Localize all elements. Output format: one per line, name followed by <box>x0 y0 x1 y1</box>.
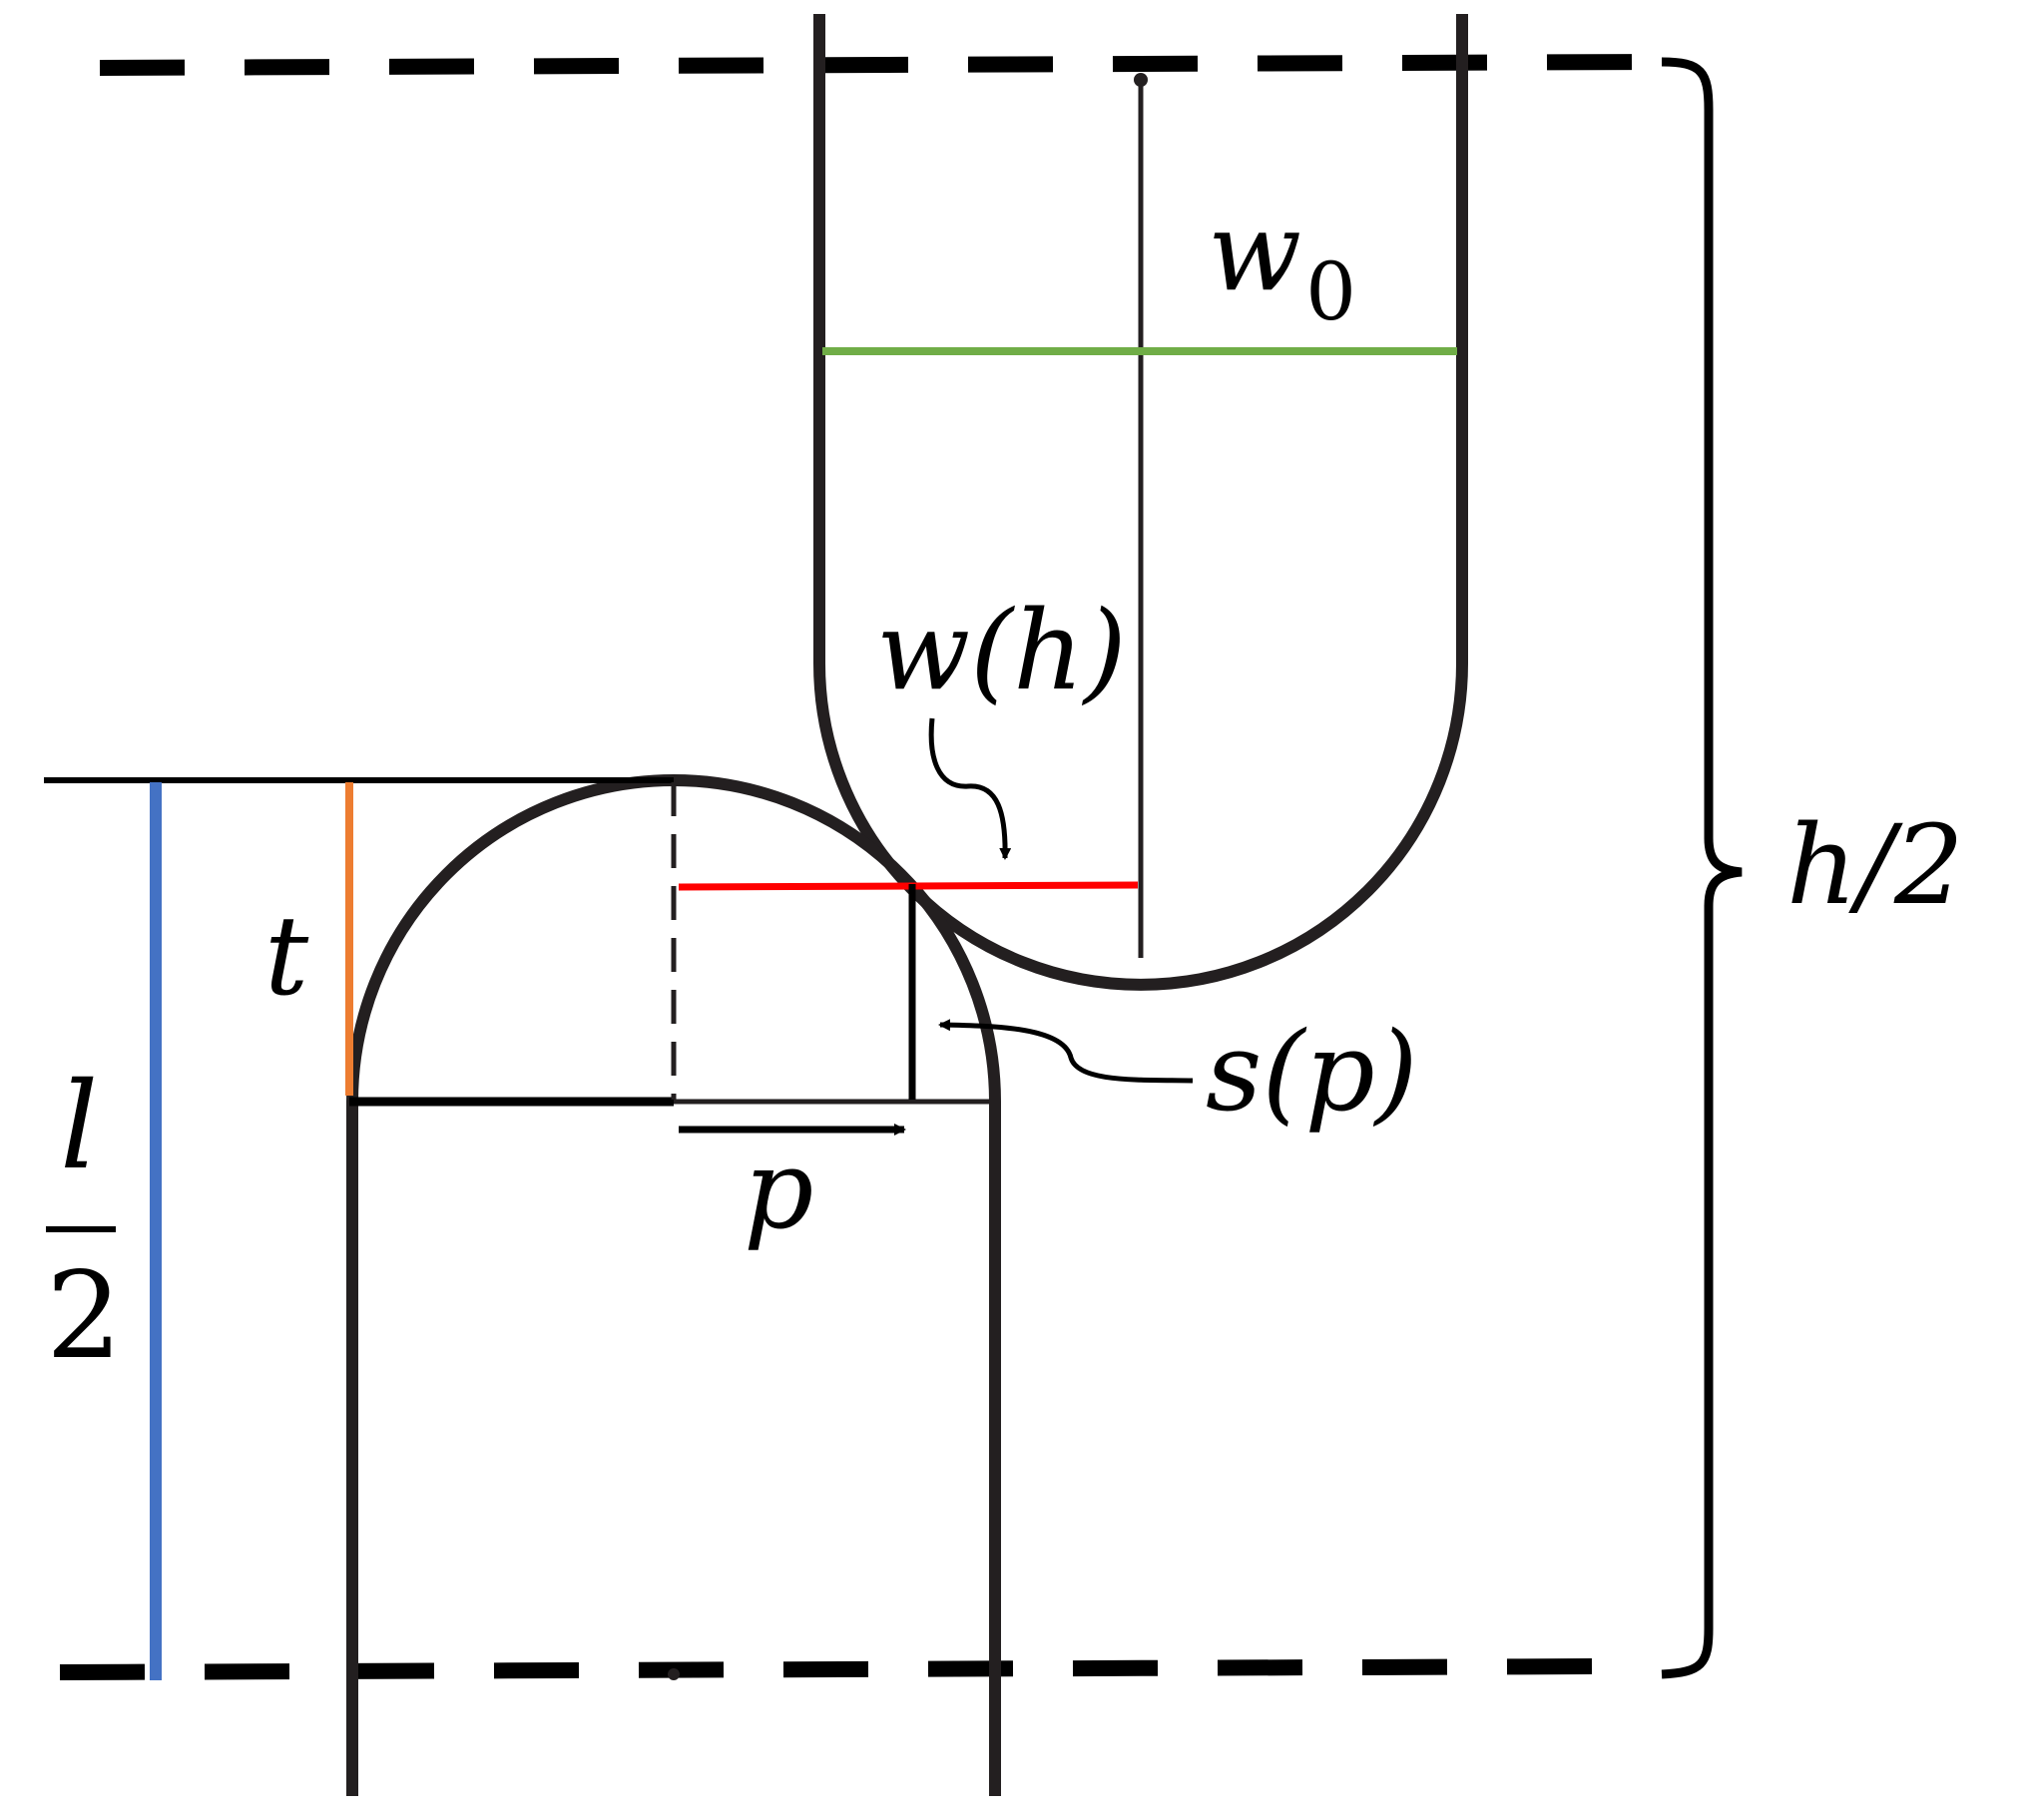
label-wh: w(h) <box>876 587 1127 714</box>
upper-capsule-outline <box>813 14 1468 991</box>
wh-pointer-arrow <box>928 717 1012 860</box>
lower-center-dot <box>668 1668 680 1680</box>
label-sp: s(p) <box>1206 1008 1418 1136</box>
upper-axis-dot <box>1134 73 1148 87</box>
label-l-denominator: 2 <box>46 1247 122 1386</box>
label-p: p <box>744 1126 813 1253</box>
label-w0: w0 <box>1208 188 1356 338</box>
label-h-half: h/2 <box>1786 801 1964 929</box>
bottom-dashed-boundary <box>59 1658 1608 1680</box>
width-wh-line <box>678 881 1139 891</box>
h-half-brace <box>1661 57 1743 1679</box>
top-dashed-boundary <box>99 54 1658 76</box>
sp-pointer-arrow <box>938 1019 1194 1084</box>
label-t: t <box>264 892 309 1020</box>
label-l-numerator: l <box>60 1058 98 1196</box>
lower-capsule-outline <box>346 774 1001 1796</box>
